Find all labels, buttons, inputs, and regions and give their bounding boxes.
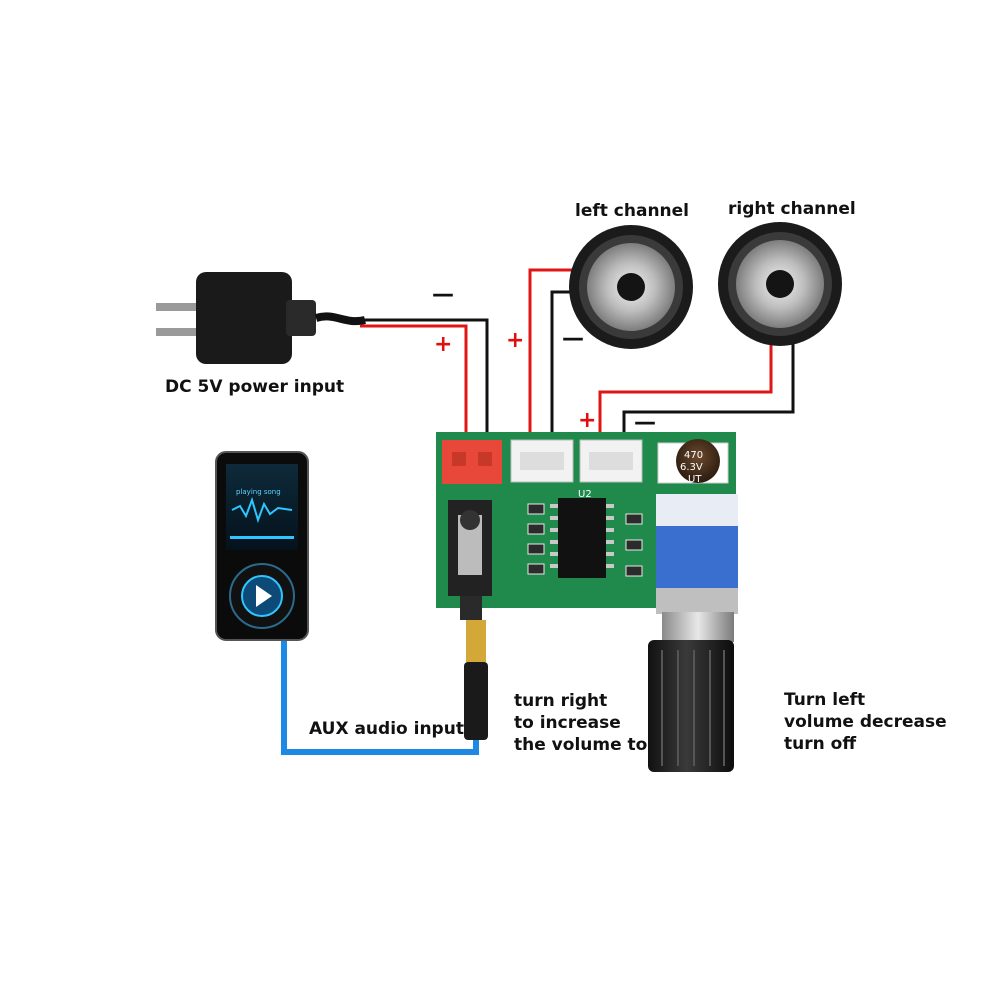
chip-label: U2 [578,489,592,500]
player-status-text: playing song [236,488,281,496]
player-progress-bar [230,536,294,539]
power-minus-sign: — [432,282,454,307]
right-channel-label: right channel [728,199,856,219]
power-wire-negative [360,318,489,455]
right-speaker-dustcap [766,270,794,298]
player-waveform [231,496,293,524]
left-speaker-wire-positive [528,268,576,455]
left-speaker-icon [569,225,693,349]
power-plus-sign: + [434,332,453,357]
left-speaker-dustcap [617,273,645,301]
audio-jack-icon [448,500,492,620]
left-speaker-plus-sign: + [506,328,525,353]
turn-right-line-1: turn right [514,691,608,711]
power-terminal [442,440,502,484]
aux-input-label: AUX audio input [309,719,464,739]
adapter-prong-bottom [156,328,196,336]
capacitor-line3: UT [688,474,702,485]
right-speaker-plus-sign: + [578,408,597,433]
turn-right-line-3: the volume to [514,735,648,755]
left-speaker-wire-negative [550,290,576,455]
power-wire-positive [360,324,468,455]
adapter-prong-top [156,303,196,311]
play-icon [256,585,272,607]
left-channel-label: left channel [575,201,690,221]
right-speaker-icon [718,222,842,346]
knob-shaft-nut [662,612,734,642]
power-input-label: DC 5V power input [165,377,345,397]
right-speaker-wire-positive [598,340,773,455]
adapter-cable [314,312,366,326]
capacitor: 470 6.3V UT [657,439,729,485]
amplifier-chip [558,498,606,578]
volume-knob-icon [648,612,734,772]
aux-cable [281,640,479,755]
turn-left-line-1: Turn left [784,690,866,710]
mp3-player-icon: playing song [215,451,309,641]
power-adapter-icon [156,272,366,364]
turn-left-line-2: volume decrease [784,712,947,732]
amplifier-board: U2 470 6.3V UT [436,432,738,620]
adapter-usb-plug [286,300,316,336]
potentiometer [656,494,738,614]
potentiometer-body [656,526,738,588]
capacitor-line1: 470 [684,450,703,461]
turn-right-line-2: to increase [514,713,621,733]
turn-left-line-3: turn off [784,734,857,754]
adapter-body [196,272,292,364]
knob-cap [648,640,734,772]
left-speaker-minus-sign: — [562,326,584,351]
capacitor-line2: 6.3V [680,462,703,473]
aux-plug [464,620,488,740]
right-speaker-minus-sign: — [634,410,656,435]
